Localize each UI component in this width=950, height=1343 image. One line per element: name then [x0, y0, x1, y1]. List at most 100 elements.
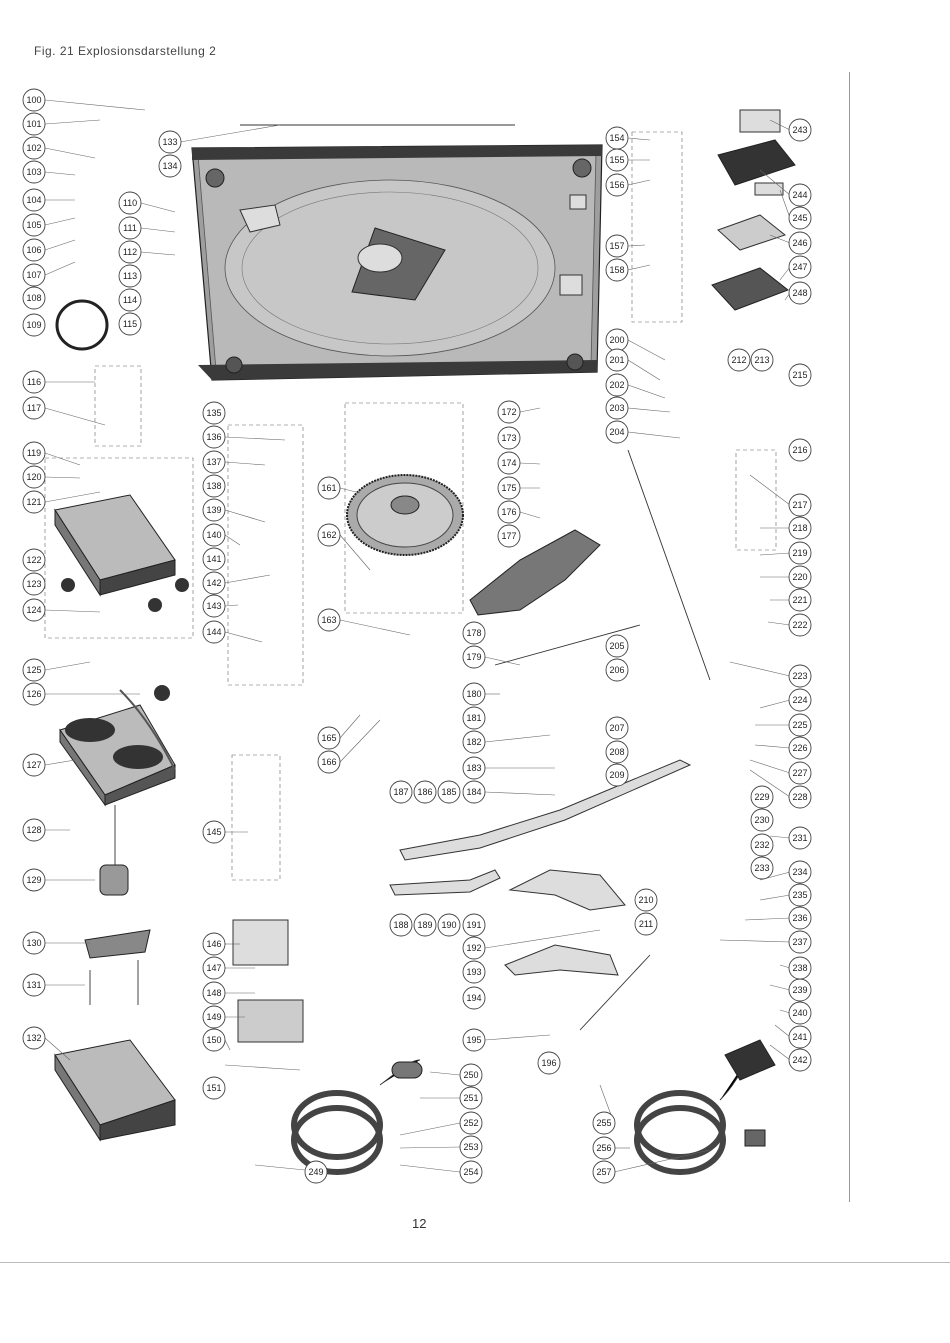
svg-text:129: 129	[26, 875, 41, 885]
callout-228: 228	[788, 785, 812, 809]
callout-127: 127	[22, 753, 46, 777]
callout-257: 257	[592, 1160, 616, 1184]
chassis-plate	[191, 124, 603, 381]
svg-text:180: 180	[466, 689, 481, 699]
svg-text:186: 186	[417, 787, 432, 797]
svg-text:231: 231	[792, 833, 807, 843]
callout-137: 137	[202, 450, 226, 474]
svg-text:242: 242	[792, 1055, 807, 1065]
callout-129: 129	[22, 868, 46, 892]
callout-142: 142	[202, 571, 226, 595]
callout-122: 122	[22, 548, 46, 572]
callout-157: 157	[605, 234, 629, 258]
svg-text:143: 143	[206, 601, 221, 611]
callout-189: 189	[413, 913, 437, 937]
callout-139: 139	[202, 498, 226, 522]
svg-text:134: 134	[162, 161, 177, 171]
svg-text:190: 190	[441, 920, 456, 930]
svg-text:173: 173	[501, 433, 516, 443]
callout-180: 180	[462, 682, 486, 706]
svg-text:107: 107	[26, 270, 41, 280]
svg-text:205: 205	[609, 641, 624, 651]
callout-191: 191	[462, 913, 486, 937]
svg-text:235: 235	[792, 890, 807, 900]
svg-text:176: 176	[501, 507, 516, 517]
callout-123: 123	[22, 572, 46, 596]
svg-text:215: 215	[792, 370, 807, 380]
callout-103: 103	[22, 160, 46, 184]
callout-221: 221	[788, 588, 812, 612]
callout-131: 131	[22, 973, 46, 997]
callout-141: 141	[202, 547, 226, 571]
callout-204: 204	[605, 420, 629, 444]
svg-text:163: 163	[321, 615, 336, 625]
svg-text:178: 178	[466, 628, 481, 638]
svg-text:179: 179	[466, 652, 481, 662]
svg-text:112: 112	[123, 247, 137, 257]
svg-text:126: 126	[26, 689, 41, 699]
svg-text:237: 237	[792, 937, 807, 947]
page-title: Fig. 21 Explosionsdarstellung 2	[34, 44, 217, 58]
svg-text:121: 121	[26, 497, 41, 507]
svg-text:156: 156	[609, 180, 624, 190]
svg-text:116: 116	[27, 377, 41, 387]
callout-192: 192	[462, 936, 486, 960]
svg-text:162: 162	[321, 530, 336, 540]
callout-165: 165	[317, 726, 341, 750]
svg-text:128: 128	[26, 825, 41, 835]
svg-text:188: 188	[393, 920, 408, 930]
cable-coil-left	[291, 1059, 423, 1175]
callout-229: 229	[750, 785, 774, 809]
callout-210: 210	[634, 888, 658, 912]
callout-114: 114	[118, 288, 142, 312]
svg-text:248: 248	[792, 288, 807, 298]
callout-238: 238	[788, 956, 812, 980]
margin-rule	[849, 72, 850, 1202]
svg-text:255: 255	[596, 1118, 611, 1128]
callout-190: 190	[437, 913, 461, 937]
callout-108: 108	[22, 286, 46, 310]
callout-150: 150	[202, 1028, 226, 1052]
callout-162: 162	[317, 523, 341, 547]
svg-text:253: 253	[463, 1142, 478, 1152]
svg-text:221: 221	[792, 595, 807, 605]
svg-text:250: 250	[463, 1070, 478, 1080]
callout-248: 248	[788, 281, 812, 305]
svg-text:228: 228	[792, 792, 807, 802]
callout-144: 144	[202, 620, 226, 644]
callout-125: 125	[22, 658, 46, 682]
callout-187: 187	[389, 780, 413, 804]
callout-126: 126	[22, 682, 46, 706]
callout-219: 219	[788, 541, 812, 565]
svg-text:137: 137	[206, 457, 221, 467]
svg-text:106: 106	[26, 245, 41, 255]
callout-216: 216	[788, 438, 812, 462]
svg-text:213: 213	[754, 355, 769, 365]
svg-text:183: 183	[466, 763, 481, 773]
svg-text:104: 104	[26, 195, 41, 205]
svg-text:113: 113	[123, 271, 137, 281]
callout-156: 156	[605, 173, 629, 197]
svg-text:201: 201	[609, 355, 624, 365]
svg-text:148: 148	[206, 988, 221, 998]
svg-text:124: 124	[26, 605, 41, 615]
callout-182: 182	[462, 730, 486, 754]
callout-231: 231	[788, 826, 812, 850]
svg-text:200: 200	[609, 335, 624, 345]
callout-206: 206	[605, 658, 629, 682]
callout-183: 183	[462, 756, 486, 780]
svg-text:175: 175	[501, 483, 516, 493]
svg-text:234: 234	[792, 867, 807, 877]
svg-text:207: 207	[609, 723, 624, 733]
svg-text:227: 227	[792, 768, 807, 778]
svg-text:140: 140	[206, 530, 221, 540]
callout-201: 201	[605, 348, 629, 372]
callout-132: 132	[22, 1026, 46, 1050]
callout-178: 178	[462, 621, 486, 645]
callout-244: 244	[788, 183, 812, 207]
callout-179: 179	[462, 645, 486, 669]
svg-text:117: 117	[27, 403, 41, 413]
callout-195: 195	[462, 1028, 486, 1052]
svg-text:125: 125	[26, 665, 41, 675]
svg-text:223: 223	[792, 671, 807, 681]
